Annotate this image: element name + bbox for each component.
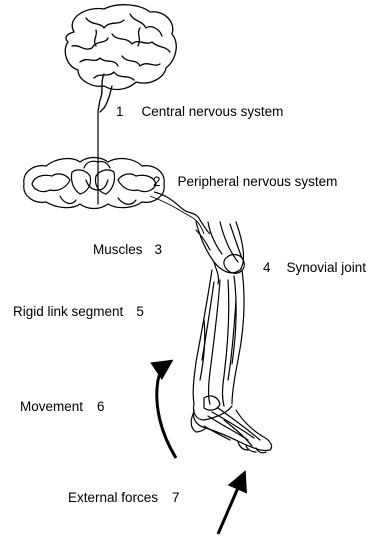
label-movement: Movement 6 bbox=[20, 399, 105, 415]
leg-anatomy-icon bbox=[191, 222, 271, 453]
spinal-cord-cross-section-icon bbox=[24, 158, 164, 209]
label-central-nervous-system: 1 Central nervous system bbox=[116, 104, 283, 120]
label-text: Movement bbox=[20, 399, 83, 414]
label-number: 2 bbox=[153, 174, 161, 190]
force-arrow-icon bbox=[218, 474, 244, 534]
label-text: External forces bbox=[68, 490, 158, 505]
label-number: 6 bbox=[97, 399, 105, 415]
label-synovial-joint: 4 Synovial joint bbox=[263, 260, 366, 276]
label-external-forces: External forces 7 bbox=[68, 490, 180, 506]
label-text: Rigid link segment bbox=[13, 304, 123, 319]
label-peripheral-nervous-system: 2 Peripheral nervous system bbox=[153, 174, 337, 190]
label-text: Peripheral nervous system bbox=[178, 174, 338, 189]
label-muscles: Muscles 3 bbox=[93, 242, 162, 258]
label-number: 4 bbox=[263, 260, 271, 276]
label-text: Synovial joint bbox=[287, 260, 367, 275]
label-rigid-link-segment: Rigid link segment 5 bbox=[13, 304, 144, 320]
label-number: 3 bbox=[155, 242, 163, 258]
label-number: 7 bbox=[172, 490, 180, 506]
label-text: Muscles bbox=[93, 242, 143, 257]
label-number: 5 bbox=[136, 304, 144, 320]
label-number: 1 bbox=[116, 104, 124, 120]
movement-arrow-icon bbox=[157, 362, 176, 458]
brain-icon bbox=[65, 5, 176, 112]
label-text: Central nervous system bbox=[142, 104, 284, 119]
